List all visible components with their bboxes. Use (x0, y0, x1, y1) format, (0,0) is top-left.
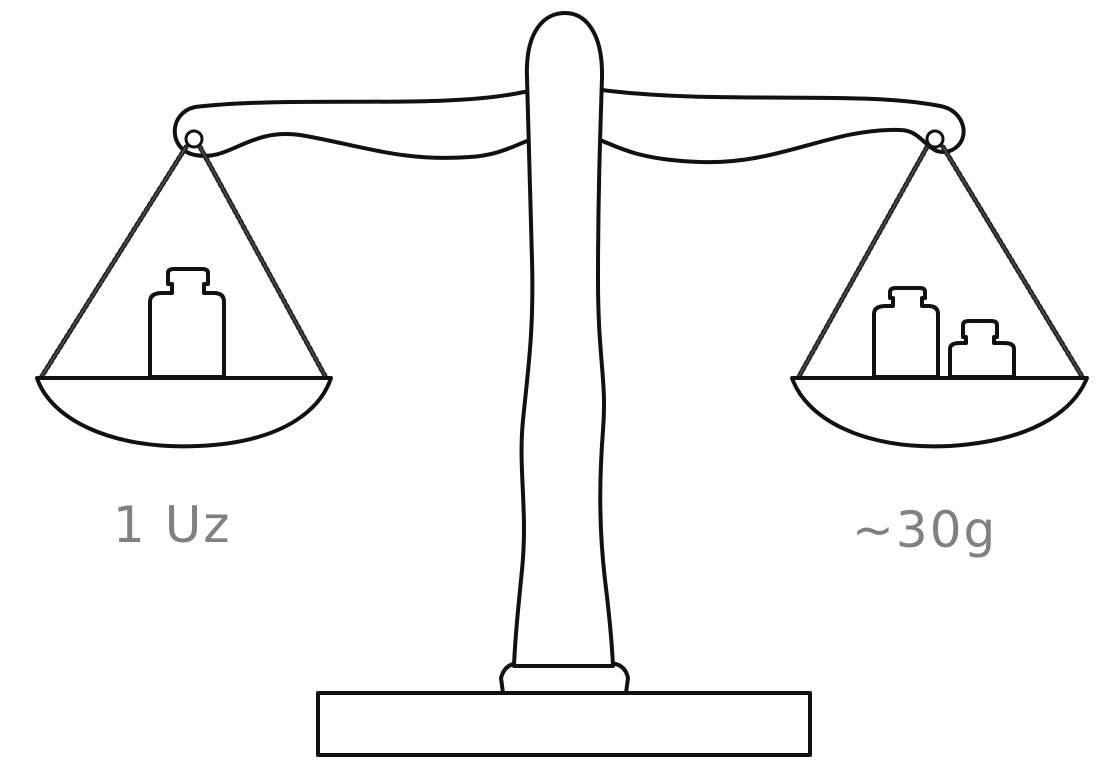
right-pivot-ring (925, 129, 945, 149)
left-pivot-ring (184, 129, 204, 149)
scale-base (316, 691, 812, 757)
right-pan-weight-large (872, 286, 940, 379)
left-pan-label: 1 Uz (113, 496, 232, 554)
scale-post (512, 11, 615, 668)
left-pan (35, 376, 333, 449)
right-pan-weight-small (948, 319, 1016, 379)
right-pan (790, 376, 1089, 449)
right-pan-label: ~30g (852, 501, 998, 559)
left-pan-weight (148, 267, 226, 379)
